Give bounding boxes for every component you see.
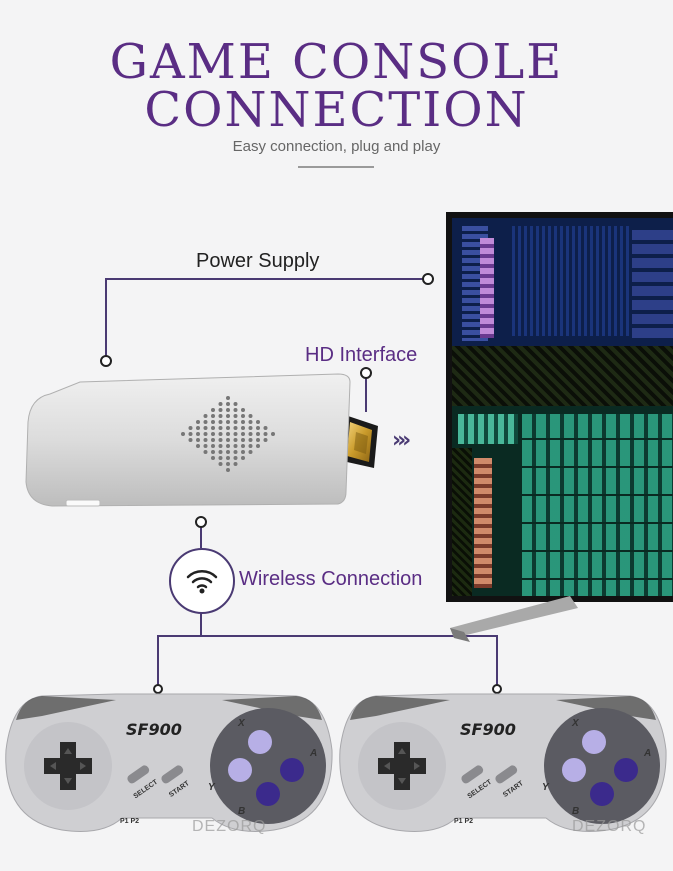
brand-logo: SF900 bbox=[126, 720, 182, 739]
x-label: X bbox=[238, 718, 245, 729]
signal-arrows-icon: ››› bbox=[392, 428, 411, 453]
title-line-2: CONNECTION bbox=[144, 82, 529, 138]
hd-node bbox=[360, 367, 372, 379]
power-node-right bbox=[422, 273, 434, 285]
page-title: GAME CONSOLE CONNECTION bbox=[0, 38, 673, 134]
b-label: B bbox=[572, 806, 580, 817]
power-supply-label: Power Supply bbox=[196, 250, 320, 272]
subtitle: Easy connection, plug and play bbox=[232, 138, 441, 155]
tv bbox=[446, 212, 673, 602]
y-label: Y bbox=[542, 782, 549, 793]
controller-1: SF900 SELECT START P1 P2 X A Y B DEZORQ bbox=[2, 690, 336, 840]
b-label: B bbox=[238, 806, 246, 817]
controller-node-right bbox=[492, 684, 502, 694]
title-line-1: GAME CONSOLE bbox=[109, 34, 564, 90]
wireless-icon-badge bbox=[169, 548, 235, 614]
game-stick bbox=[20, 372, 380, 522]
watermark: DEZORQ bbox=[192, 818, 267, 835]
wifi-icon bbox=[186, 570, 218, 594]
subtitle-divider bbox=[298, 166, 374, 168]
x-label: X bbox=[572, 718, 579, 729]
a-label: A bbox=[644, 748, 652, 759]
player-indicator-label: P1 P2 bbox=[454, 818, 474, 825]
wireless-connection-label: Wireless Connection bbox=[239, 568, 423, 590]
player-indicator-label: P1 P2 bbox=[120, 818, 140, 825]
power-node-left bbox=[100, 355, 112, 367]
hd-interface-label: HD Interface bbox=[305, 344, 418, 366]
a-label: A bbox=[310, 748, 318, 759]
tv-stand bbox=[450, 596, 578, 642]
tv-screen bbox=[452, 218, 673, 596]
stick-node bbox=[195, 516, 207, 528]
controller-2: SF900 SELECT START P1 P2 X A Y B DEZORQ bbox=[336, 690, 670, 840]
brand-logo: SF900 bbox=[460, 720, 516, 739]
controller-node-left bbox=[153, 684, 163, 694]
y-label: Y bbox=[208, 782, 215, 793]
watermark: DEZORQ bbox=[572, 818, 647, 835]
